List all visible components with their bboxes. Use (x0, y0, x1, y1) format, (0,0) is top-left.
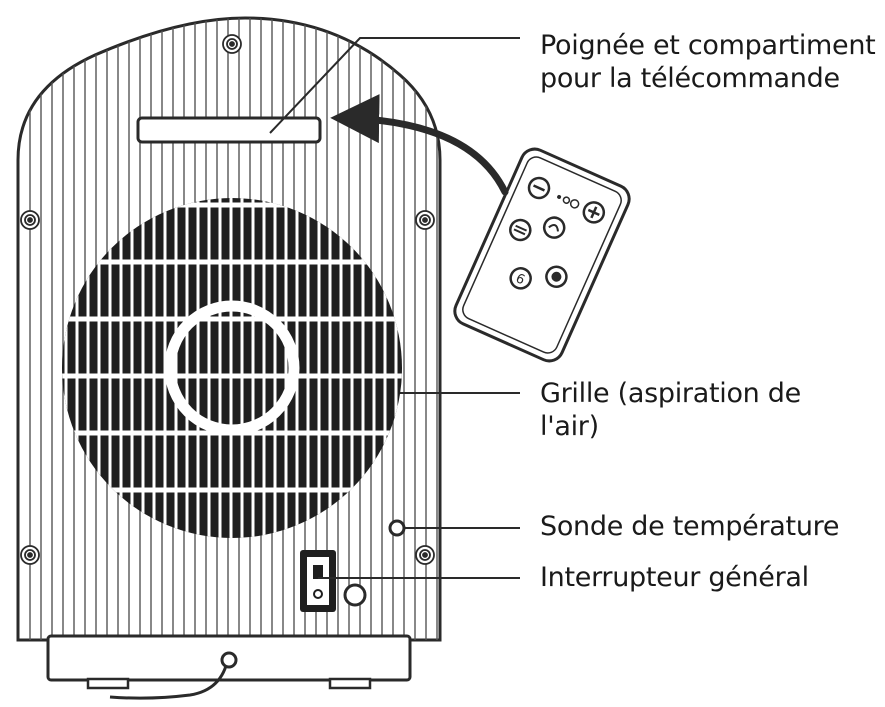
label-main-switch: Interrupteur général (540, 561, 809, 594)
label-handle-line2: pour la télécommande (540, 63, 840, 94)
remote-plus-button[interactable] (581, 199, 607, 225)
power-cable (109, 657, 230, 700)
label-grille-line2: l'air) (540, 411, 599, 442)
remote-body (453, 147, 631, 363)
base-foot-right (328, 677, 372, 690)
cable-grommet (220, 651, 238, 669)
label-grille: Grille (aspiration de l'air) (540, 377, 801, 443)
label-temperature-sensor: Sonde de température (540, 510, 839, 543)
heater-body (16, 16, 442, 700)
remote-mode-button[interactable] (507, 217, 533, 243)
screw-icon (422, 217, 428, 223)
fan-grille (62, 198, 402, 538)
power-switch[interactable] (300, 550, 336, 612)
remote-power-button[interactable] (543, 264, 569, 290)
leader-handle (269, 37, 520, 134)
base-foot-left (86, 677, 130, 690)
label-handle-line1: Poignée et compartiment (540, 30, 876, 61)
remote-oscillate-button[interactable] (541, 214, 567, 240)
leader-lines (269, 37, 520, 579)
level-icon (557, 194, 580, 209)
label-grille-line1: Grille (aspiration de (540, 378, 801, 409)
remote-minus-button[interactable] (526, 175, 552, 201)
screw-icon (27, 217, 33, 223)
remote-control[interactable]: 6 (450, 145, 633, 366)
fan-center-ring (164, 300, 300, 436)
screw-icon (229, 41, 235, 47)
insert-remote-arrow (330, 94, 509, 196)
handle-slot[interactable] (136, 116, 322, 144)
label-sensor-line1: Sonde de température (540, 511, 840, 542)
label-handle-compartment: Poignée et compartiment pour la télécomm… (540, 29, 876, 95)
temperature-sensor (388, 519, 406, 537)
screws (20, 34, 435, 565)
remote-timer-button[interactable]: 6 (507, 265, 533, 291)
screw-icon (422, 552, 428, 558)
screw-icon (27, 552, 33, 558)
label-switch-line1: Interrupteur général (540, 562, 809, 593)
pilot-light (343, 583, 367, 607)
